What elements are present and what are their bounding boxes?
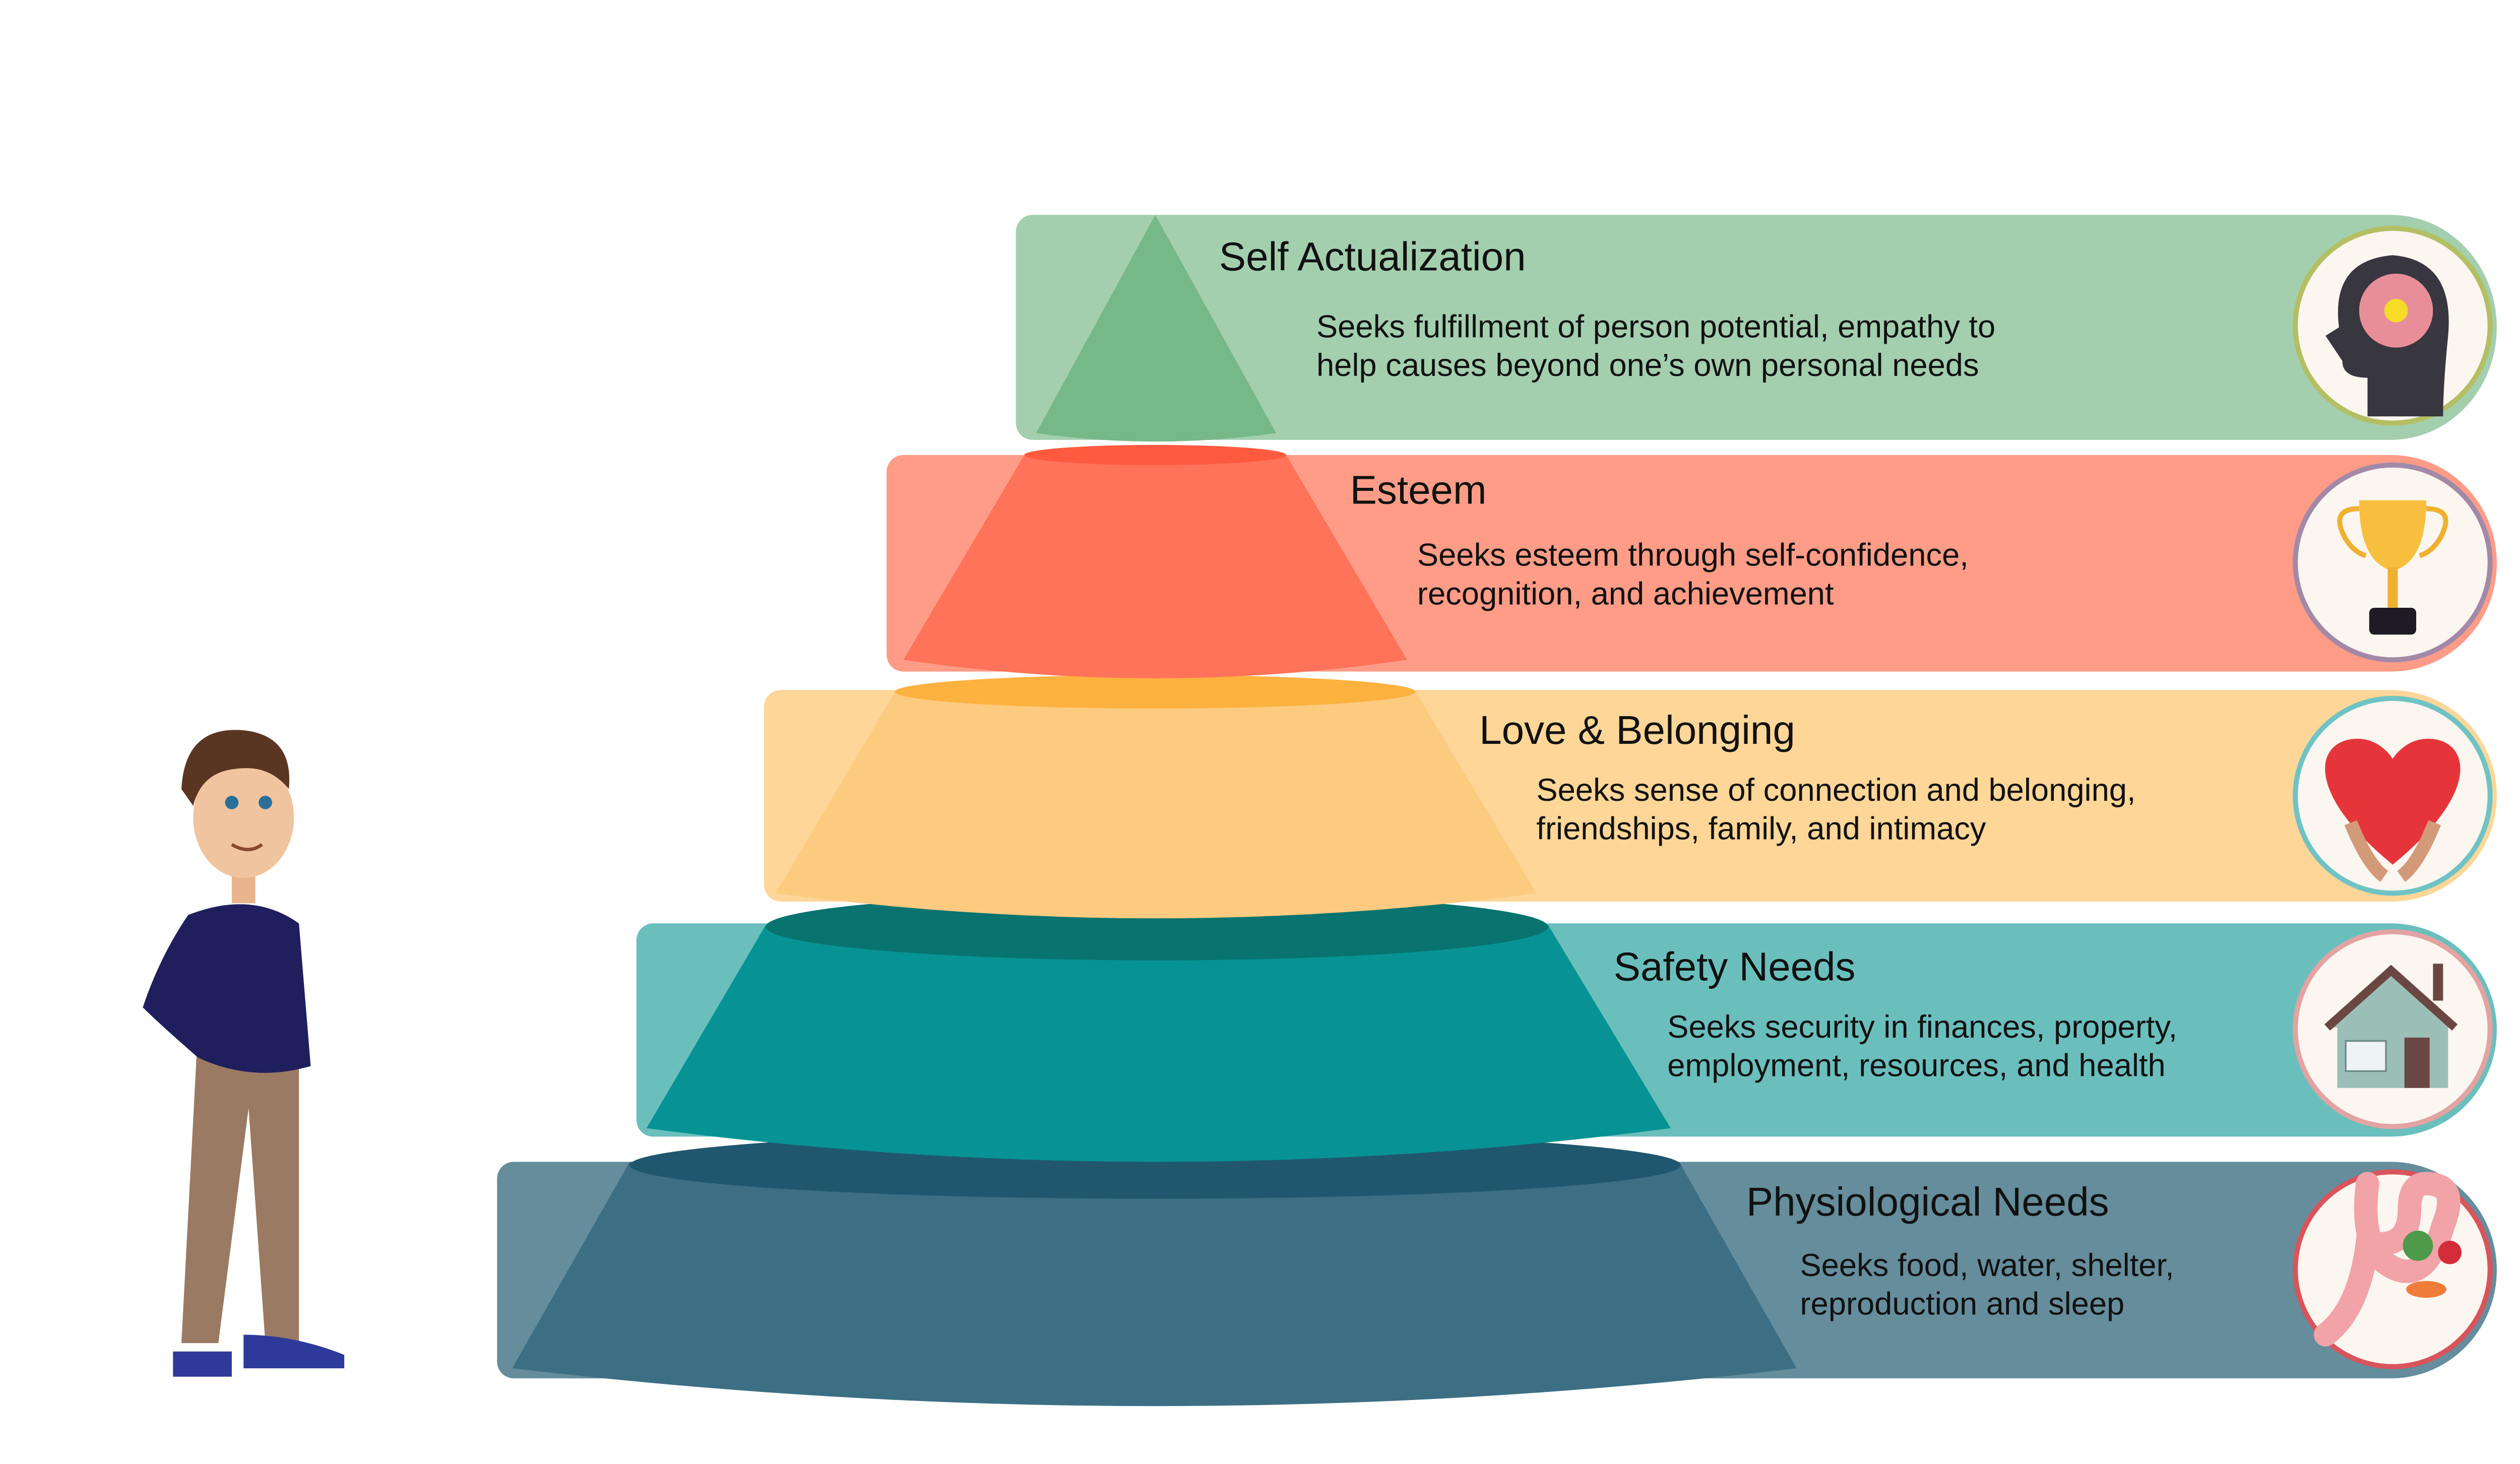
level-description-line: Seeks fulfillment of person potential, e… [1316,309,1995,345]
cartoon-man-illustration [143,730,345,1377]
level-description-line: Seeks food, water, shelter, [1800,1248,2174,1283]
level-title: Safety Needs [1614,944,1856,989]
level-description-line: help causes beyond one’s own personal ne… [1316,348,1979,383]
trophy-icon [2293,462,2493,663]
level-safety: Safety Needs Seeks security in finances,… [636,893,2497,1162]
level-self-actualization: Self Actualization Seeks fulfillment of … [1016,215,2497,442]
stomach-food-icon [2293,1169,2493,1369]
level-description-line: recognition, and achievement [1417,576,1834,611]
level-description-line: reproduction and sleep [1800,1287,2124,1322]
level-description-line: Seeks sense of connection and belonging, [1536,773,2135,808]
level-description-line: employment, resources, and health [1667,1048,2165,1083]
level-physiological: Physiological Needs Seeks food, water, s… [497,1131,2497,1407]
level-title: Physiological Needs [1746,1179,2109,1224]
level-title: Self Actualization [1219,234,1526,279]
level-description-line: Seeks security in finances, property, [1667,1009,2177,1045]
house-icon [2293,929,2493,1129]
level-esteem: Esteem Seeks esteem through self-confide… [887,444,2497,678]
level-description-line: friendships, family, and intimacy [1536,811,1986,847]
level-title: Love & Belonging [1479,708,1795,752]
level-description-line: Seeks esteem through self-confidence, [1417,538,1969,573]
level-title: Esteem [1350,467,1487,512]
heart-in-hands-icon [2293,695,2493,896]
head-lightbulb-icon [2293,226,2493,426]
level-love-belonging: Love & Belonging Seeks sense of connecti… [764,675,2497,919]
